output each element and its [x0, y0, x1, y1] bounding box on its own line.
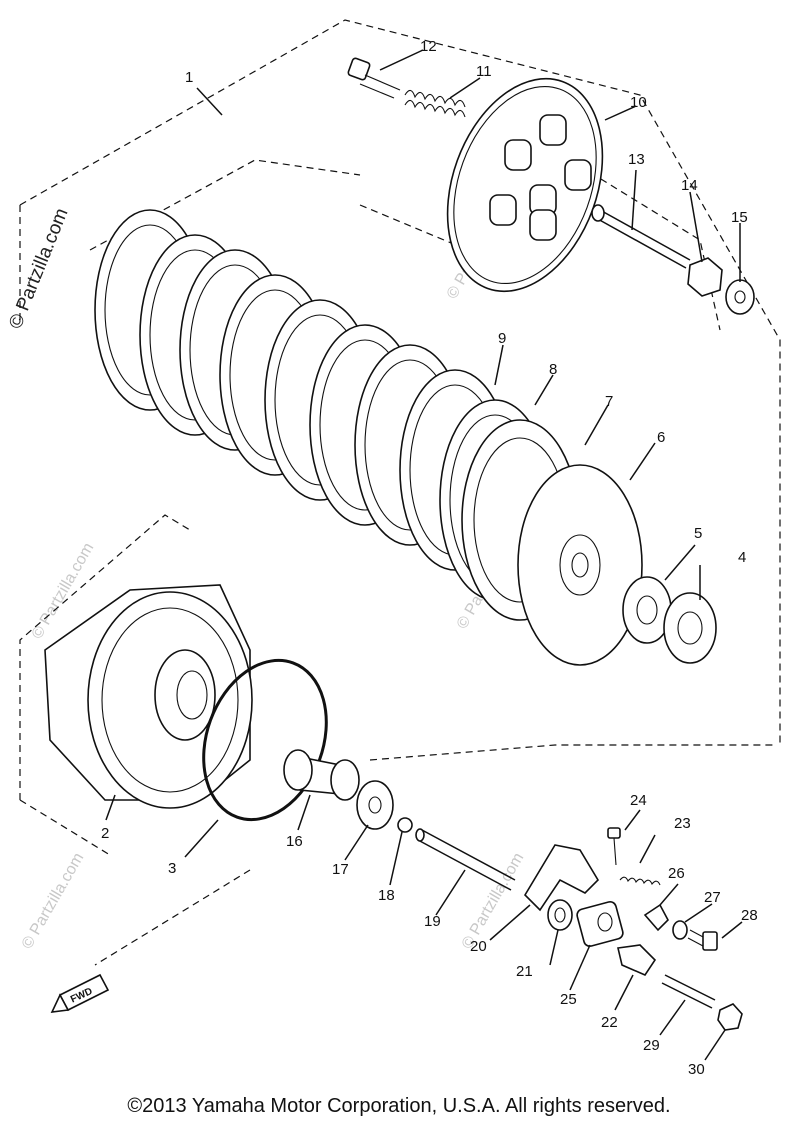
- watermark-faint: © Partzilla.com: [19, 850, 88, 952]
- clutch-housing-2: [44, 584, 253, 809]
- oil-seal-21: [547, 899, 573, 931]
- callout-9: 9: [498, 330, 506, 347]
- callout-24: 24: [630, 792, 647, 809]
- callout-17: 17: [332, 861, 349, 878]
- callout-29: 29: [643, 1037, 660, 1054]
- ball-18: [397, 817, 413, 833]
- callout-16: 16: [286, 833, 303, 850]
- fwd-arrow-icon: FWD: [50, 973, 110, 1013]
- callout-6: 6: [657, 429, 665, 446]
- callout-4: 4: [738, 549, 746, 566]
- callout-12: 12: [420, 38, 437, 55]
- push-rod-19: [415, 828, 516, 891]
- callout-5: 5: [694, 525, 702, 542]
- plate-26: [643, 903, 669, 932]
- callout-30: 30: [688, 1061, 705, 1078]
- push-rod-13: [591, 204, 691, 269]
- callout-10: 10: [630, 94, 647, 111]
- callout-25: 25: [560, 991, 577, 1008]
- callout-21: 21: [516, 963, 533, 980]
- callout-8: 8: [549, 361, 557, 378]
- callout-27: 27: [704, 889, 721, 906]
- spring-23: [619, 876, 661, 886]
- callout-22: 22: [601, 1014, 618, 1031]
- thrust-washer-17: [356, 780, 394, 830]
- bolt-28: [687, 929, 718, 951]
- callout-18: 18: [378, 887, 395, 904]
- callout-7: 7: [605, 393, 613, 410]
- callout-3: 3: [168, 860, 176, 877]
- spring-11: [404, 89, 466, 118]
- callout-labels: 1 2 3 4 5 6 7 8 9 10 11 12 13 14 15 16 1…: [101, 38, 758, 1078]
- adjuster-22: [617, 944, 657, 977]
- copyright-notice: ©2013 Yamaha Motor Corporation, U.S.A. A…: [127, 1095, 671, 1117]
- callout-1: 1: [185, 69, 193, 86]
- nut-30: [717, 1003, 743, 1031]
- callout-23: 23: [674, 815, 691, 832]
- nut-14: [687, 257, 723, 297]
- spacer-16: [283, 749, 360, 801]
- lock-washer-4: [663, 592, 717, 664]
- o-ring-3: [202, 658, 328, 822]
- leader-lines: [105, 49, 743, 1061]
- callout-15: 15: [731, 209, 748, 226]
- screw-24: [607, 827, 621, 866]
- clutch-boss-6: [517, 464, 643, 666]
- bolt-12: [347, 57, 401, 99]
- callout-11: 11: [476, 63, 492, 80]
- adjust-screw-29: [661, 974, 716, 1009]
- callout-20: 20: [470, 938, 487, 955]
- callout-2: 2: [101, 825, 109, 842]
- watermark-main: © Partzilla.com: [5, 205, 72, 332]
- callout-14: 14: [681, 177, 698, 194]
- callout-19: 19: [424, 913, 441, 930]
- washer-27: [672, 920, 688, 940]
- push-lever-25: [576, 901, 624, 947]
- callout-28: 28: [741, 907, 758, 924]
- washer-15: [725, 279, 755, 315]
- bracket-20: [523, 844, 600, 912]
- callout-13: 13: [628, 151, 645, 168]
- pressure-plate-10: [446, 77, 604, 293]
- callout-26: 26: [668, 865, 685, 882]
